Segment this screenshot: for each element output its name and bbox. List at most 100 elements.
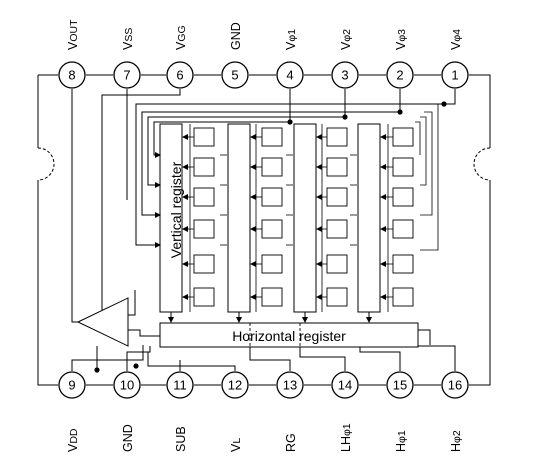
photodiode-cell [193,187,215,207]
internal-wiring [71,89,456,373]
pin-number: 2 [396,68,403,83]
pin-circle [441,371,469,399]
pin-number: 11 [173,378,187,393]
left-notch [37,147,55,181]
pin-number: 4 [286,68,293,83]
charge-transfer-arrow [250,226,256,232]
package-outline [37,74,491,386]
pin-label: Hφ1 [394,430,408,452]
charge-transfer-arrow [380,164,386,170]
charge-transfer-arrow [316,294,322,300]
pin-circle [113,371,141,399]
pixel-array [155,123,414,323]
pin-circle [276,371,304,399]
pin-label: VSS [121,28,135,50]
pin-number: 5 [231,68,238,83]
clock-arrow [155,242,161,248]
pin-8: 8 VOUT [58,19,86,89]
charge-transfer-arrow [380,134,386,140]
charge-transfer-arrow [182,134,188,140]
pin-label: VGG [174,25,188,50]
pin-number: 14 [338,378,352,393]
photodiode-cell [261,287,283,307]
pin-number: 10 [120,378,134,393]
photodiode-cell [326,187,348,207]
transfer-arrow [236,317,242,323]
charge-transfer-arrow [250,261,256,267]
charge-transfer-arrow [250,194,256,200]
charge-transfer-arrow [380,261,386,267]
charge-transfer-arrow [182,294,188,300]
photodiode-cell [392,157,414,177]
pin-number: 15 [393,378,407,393]
pin-circle [386,61,414,89]
pin-circle [441,61,469,89]
clock-arrow [155,182,161,188]
charge-transfer-arrow [182,164,188,170]
charge-transfer-arrow [250,134,256,140]
right-notch [473,147,491,181]
charge-transfer-arrow [380,194,386,200]
output-amplifier [76,297,129,347]
photodiode-cell [261,157,283,177]
photodiode-cell [326,287,348,307]
charge-transfer-arrow [316,164,322,170]
photodiode-cell [261,254,283,274]
pin-circle [58,371,86,399]
charge-transfer-arrow [380,294,386,300]
charge-transfer-arrow [182,261,188,267]
charge-transfer-arrow [316,261,322,267]
charge-transfer-arrow [250,294,256,300]
vertical-register-label: Vertical register [168,161,184,258]
photodiode-cell [392,254,414,274]
pin-number: 1 [451,68,458,83]
pin-label: SUB [174,426,188,452]
charge-transfer-arrow [380,226,386,232]
charge-transfer-arrow [182,226,188,232]
pin-circle [58,61,86,89]
pin-number: 12 [228,378,242,393]
charge-transfer-arrow [316,194,322,200]
pin-circle [386,371,414,399]
photodiode-cell [326,127,348,147]
photodiode-cell [261,219,283,239]
vertical-register-column [357,123,381,313]
charge-transfer-arrow [316,134,322,140]
photodiode-cell [392,187,414,207]
pin-circle [331,371,359,399]
pin-label: RG [284,433,298,452]
charge-transfer-arrow [316,226,322,232]
pin-label: GND [121,424,135,452]
pin-number: 9 [68,378,75,393]
photodiode-cell [326,157,348,177]
photodiode-cell [193,287,215,307]
photodiode-cell [326,254,348,274]
pin-label: LHφ1 [339,423,353,452]
photodiode-cell [261,187,283,207]
pin-label: GND [229,22,243,50]
pin-circle [166,371,194,399]
charge-transfer-arrow [250,164,256,170]
photodiode-cell [392,127,414,147]
photodiode-cell [193,219,215,239]
vertical-register-column [227,123,251,313]
pin-label: VOUT [66,19,80,50]
pin-number: 8 [68,68,75,83]
pin-number: 3 [341,68,348,83]
photodiode-cell [326,219,348,239]
photodiode-cell [392,287,414,307]
pin-label: Hφ2 [449,430,463,452]
pin-circle [221,61,249,89]
pin-number: 13 [283,378,297,393]
